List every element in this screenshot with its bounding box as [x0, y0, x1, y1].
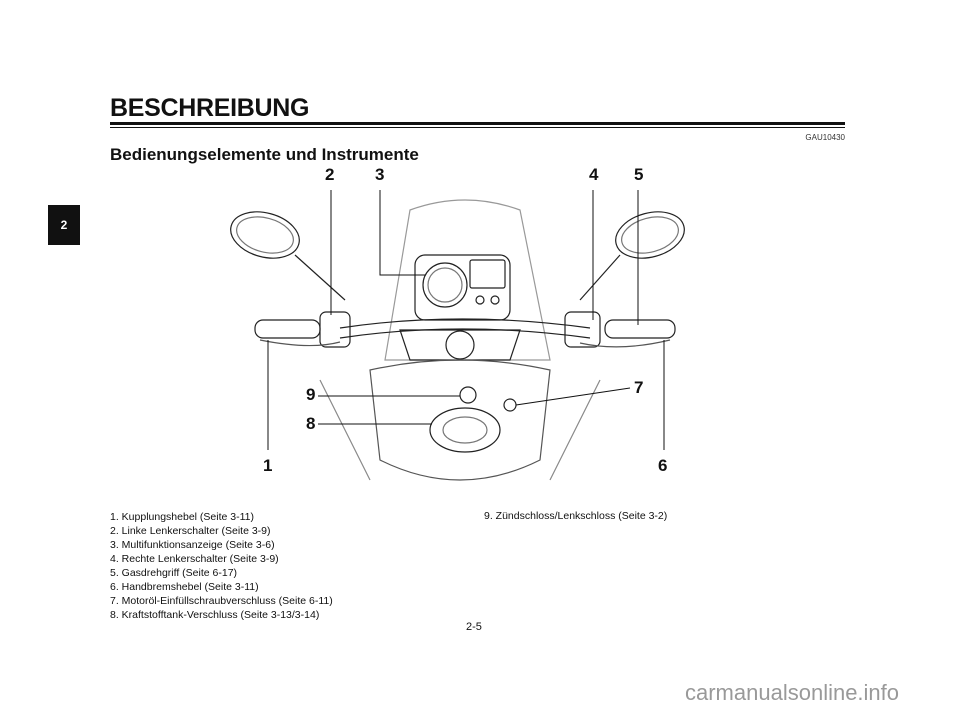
title-rule	[110, 122, 845, 125]
watermark: carmanualsonline.info	[685, 680, 900, 705]
motorcycle-controls-illustration	[230, 190, 685, 481]
document-code: GAU10430	[805, 133, 845, 142]
chapter-tab: 2	[48, 205, 80, 245]
callout-5: 5	[634, 165, 644, 184]
callout-3: 3	[375, 165, 385, 184]
legend-item: 7. Motoröl-Einfüllschraubverschluss (Sei…	[110, 595, 333, 607]
callout-7: 7	[634, 378, 644, 397]
section-title: Bedienungselemente und Instrumente	[110, 145, 419, 164]
callout-1: 1	[263, 456, 273, 475]
callout-9: 9	[306, 385, 316, 404]
legend-item: 1. Kupplungshebel (Seite 3-11)	[110, 511, 254, 523]
legend-item: 5. Gasdrehgriff (Seite 6-17)	[110, 567, 238, 579]
title-rule-thin	[110, 127, 845, 128]
legend-item: 9. Zündschloss/Lenkschloss (Seite 3-2)	[484, 510, 668, 522]
legend-item: 4. Rechte Lenkerschalter (Seite 3-9)	[110, 553, 279, 565]
callout-4: 4	[589, 165, 599, 184]
callout-6: 6	[658, 456, 668, 475]
page-number: 2-5	[466, 621, 482, 633]
callout-2: 2	[325, 165, 335, 184]
page-title: BESCHREIBUNG	[110, 94, 310, 122]
legend-item: 6. Handbremshebel (Seite 3-11)	[110, 581, 259, 593]
legend-item: 8. Kraftstofftank-Verschluss (Seite 3-13…	[110, 609, 320, 621]
callout-8: 8	[306, 414, 316, 433]
legend-item: 3. Multifunktionsanzeige (Seite 3-6)	[110, 539, 275, 551]
legend-item: 2. Linke Lenkerschalter (Seite 3-9)	[110, 525, 271, 537]
legend-list: 1. Kupplungshebel (Seite 3-11) 2. Linke …	[110, 510, 333, 622]
